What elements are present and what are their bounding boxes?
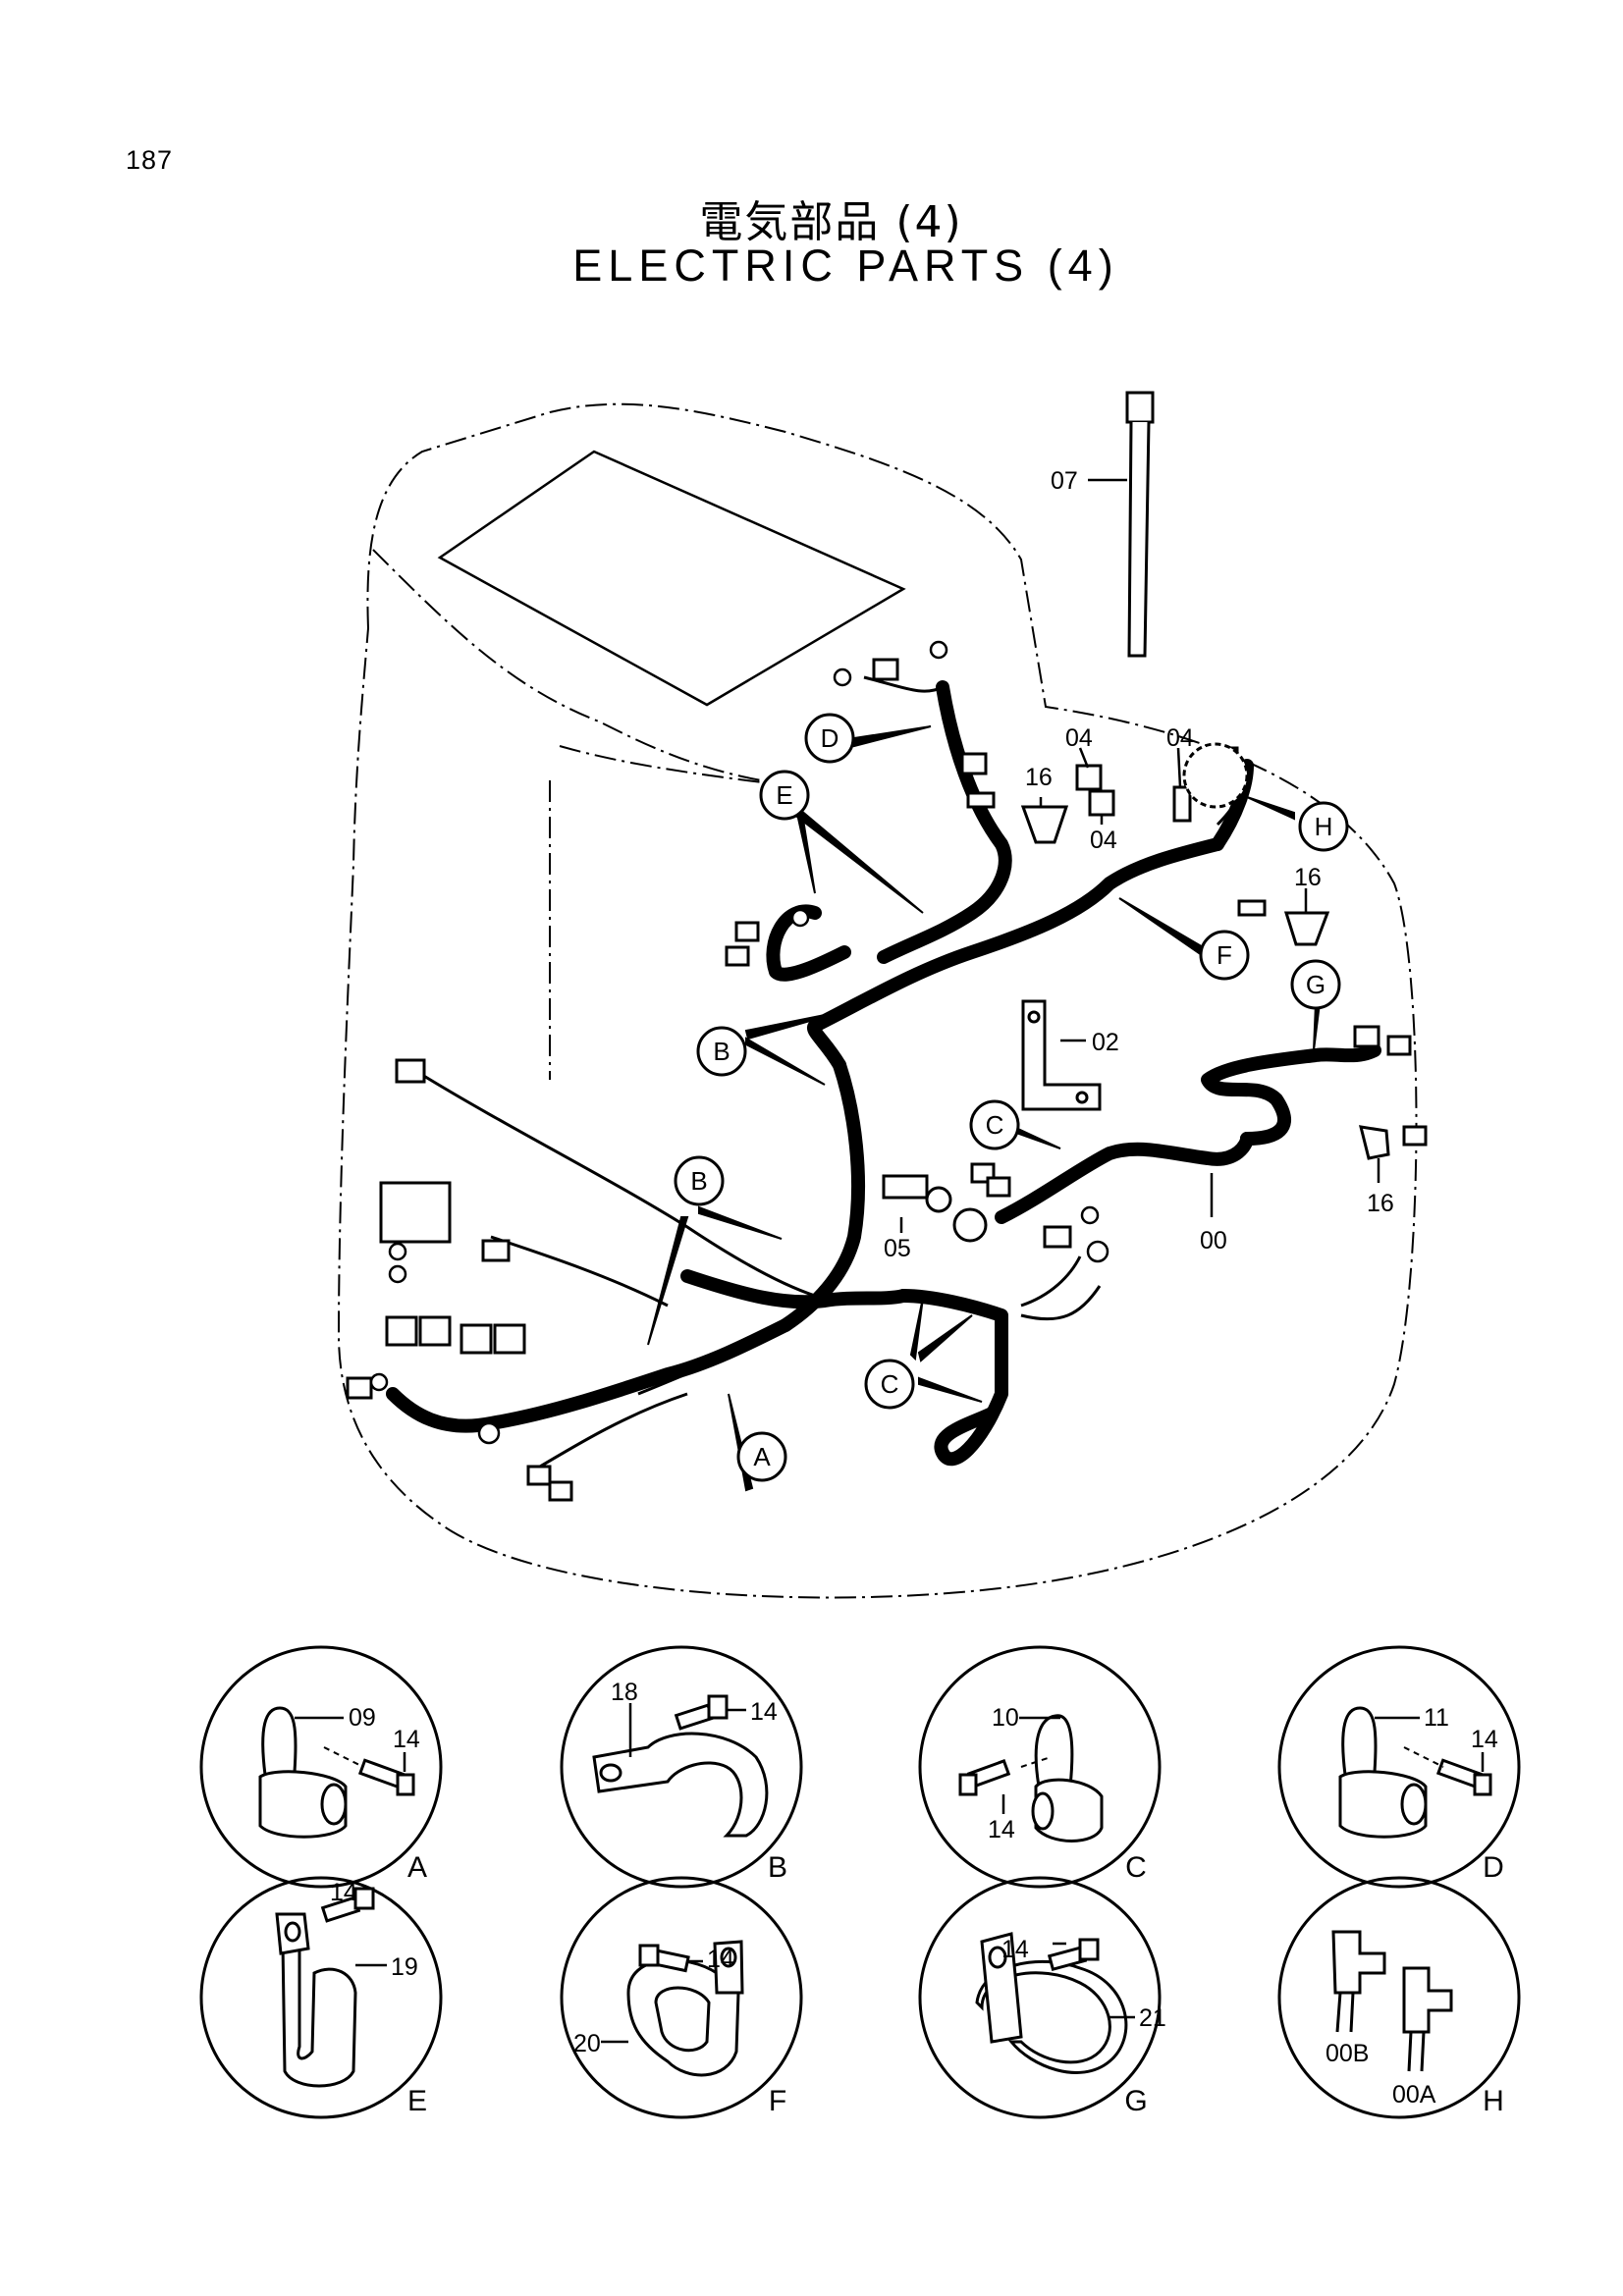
detail-h: 00B 00A H [1277, 1876, 1521, 2119]
cab-outline [337, 402, 1418, 1599]
detail-c-part-2: 14 [988, 1816, 1015, 1843]
thin-wires [421, 675, 1243, 1474]
callout-b-upper: B [713, 1037, 730, 1066]
detail-a-letter: A [407, 1851, 427, 1884]
callout-h: H [1315, 812, 1333, 841]
label-part-04a: 04 [1065, 724, 1093, 752]
callout-circles [674, 713, 1349, 1482]
detail-b-letter: B [768, 1851, 787, 1884]
callout-d: D [821, 723, 839, 753]
harness-terminals [369, 640, 1109, 1445]
detail-b-part-2: 14 [750, 1698, 778, 1726]
detail-d: 11 14 D [1277, 1645, 1521, 1889]
callout-a: A [753, 1442, 771, 1471]
label-part-00: 00 [1200, 1227, 1227, 1255]
page-title-japanese: 電気部品 (4) [699, 197, 963, 247]
detail-d-part-2: 14 [1471, 1726, 1498, 1753]
cable-tie-07 [1125, 391, 1155, 658]
detail-e-part-2: 19 [391, 1953, 418, 1981]
detail-g-part-2: 21 [1139, 2004, 1166, 2032]
detail-c-part-1: 10 [992, 1704, 1019, 1732]
callout-f: F [1217, 940, 1232, 970]
callout-b-lower: B [690, 1166, 707, 1196]
detail-h-part-2: 00A [1392, 2081, 1436, 2109]
detail-e-letter: E [407, 2085, 427, 2117]
plates-16 [966, 791, 1390, 1160]
detail-f-letter: F [769, 2085, 786, 2117]
detail-d-part-1: 11 [1424, 1704, 1449, 1732]
bracket-02 [1021, 999, 1102, 1111]
label-part-02: 02 [1092, 1029, 1119, 1056]
wiring-harness-wrap [388, 682, 1380, 1465]
label-part-16c: 16 [1367, 1190, 1394, 1217]
detail-c: 10 14 C [918, 1645, 1162, 1889]
callout-g: G [1306, 970, 1325, 999]
label-part-04c: 04 [1090, 827, 1117, 854]
label-part-04b: 04 [1166, 724, 1194, 752]
detail-c-letter: C [1125, 1851, 1147, 1884]
detail-h-part-1: 00B [1325, 2040, 1369, 2067]
part-leaders [899, 478, 1380, 1233]
detail-f: 14 20 F [560, 1876, 803, 2119]
detail-g-letter: G [1124, 2085, 1147, 2117]
page-number: 187 [126, 145, 174, 175]
detail-f-part-2: 20 [573, 2030, 601, 2057]
detail-e-part-1: 14 [330, 1879, 357, 1906]
detail-a-part-2: 14 [393, 1726, 420, 1753]
callout-c-lower: C [881, 1369, 899, 1399]
detail-g-part-1: 14 [1001, 1936, 1029, 1963]
detail-f-part-1: 14 [707, 1946, 734, 1973]
label-part-07: 07 [1051, 467, 1078, 495]
callout-c-upper: C [986, 1110, 1004, 1140]
detail-g: 14 21 G [918, 1876, 1166, 2119]
callout-e: E [776, 780, 792, 810]
detail-d-letter: D [1483, 1851, 1504, 1884]
detail-a: 09 14 A [199, 1645, 443, 1889]
roof-window [437, 450, 906, 707]
harness-connectors [346, 658, 1428, 1502]
page-title-english: ELECTRIC PARTS (4) [572, 240, 1119, 291]
detail-b: 18 14 B [560, 1645, 803, 1889]
detail-b-part-1: 18 [611, 1679, 638, 1706]
detail-h-letter: H [1483, 2085, 1504, 2117]
detail-a-part-1: 09 [349, 1704, 376, 1732]
label-part-05: 05 [884, 1235, 911, 1262]
callout-leaders [647, 725, 1322, 1492]
sensor-05 [882, 1174, 988, 1243]
detail-e: 14 19 E [199, 1876, 443, 2119]
label-part-16b: 16 [1294, 864, 1322, 891]
label-part-16a: 16 [1025, 764, 1053, 791]
